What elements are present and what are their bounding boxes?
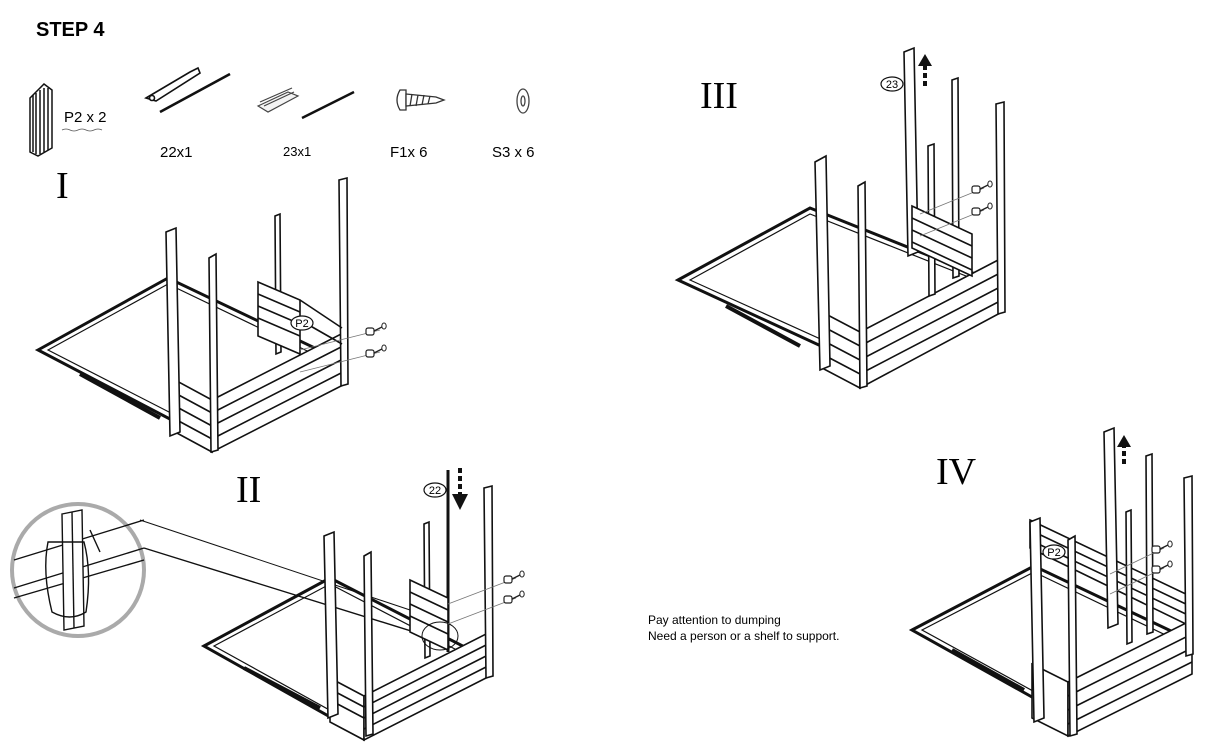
step-title: STEP 4 (36, 19, 105, 41)
svg-text:23: 23 (886, 79, 898, 91)
screw-icon-4a (1151, 540, 1173, 554)
panel-numeral-4: IV (936, 451, 977, 493)
panel-numeral-2: II (236, 469, 261, 511)
part-label-f1: F1x 6 (390, 144, 428, 161)
svg-text:P2: P2 (1047, 547, 1060, 559)
shed-assembly-stage-4 (908, 426, 1194, 738)
screw-icon (396, 89, 446, 111)
part-label-22: 22x1 (160, 144, 193, 161)
part-tag-22: 22 (423, 482, 447, 498)
front-rail-icon (144, 66, 231, 114)
rear-rail-icon (256, 87, 355, 120)
screw-icon-4b (1151, 560, 1173, 574)
washer-icon (516, 88, 530, 114)
part-label-23: 23x1 (283, 144, 311, 159)
panel-numeral-3: III (700, 75, 738, 117)
part-tag-23: 23 (880, 76, 904, 92)
shed-assembly-stage-2 (200, 470, 494, 742)
panel-numeral-1: I (56, 165, 69, 207)
part-label-s3: S3 x 6 (492, 144, 535, 161)
support-note-line-2: Need a person or a shelf to support. (648, 629, 839, 643)
screw-icon-1b (365, 344, 387, 358)
screw-icon-2b (503, 590, 525, 604)
screw-icon-1a (365, 322, 387, 336)
screw-icon-3b (971, 202, 993, 216)
panel-tag-p2-4: P2 (1042, 544, 1066, 560)
wall-panel-icon (29, 83, 53, 157)
up-arrow-icon (1117, 435, 1131, 464)
panel-tag-p2-1: P2 (290, 315, 314, 331)
screw-icon-2a (503, 570, 525, 584)
up-arrow-icon (918, 54, 932, 86)
quantity-underline (61, 128, 103, 132)
support-note-line-1: Pay attention to dumping (648, 613, 781, 627)
detail-magnifier (10, 502, 441, 641)
screw-icon-3a (971, 180, 993, 194)
part-label-p2: P2 x 2 (64, 109, 107, 126)
shed-assembly-stage-3 (674, 46, 1006, 390)
shed-assembly-stage-1 (34, 176, 349, 454)
down-arrow-icon (452, 468, 468, 510)
svg-text:P2: P2 (295, 318, 308, 330)
svg-text:22: 22 (429, 485, 441, 497)
